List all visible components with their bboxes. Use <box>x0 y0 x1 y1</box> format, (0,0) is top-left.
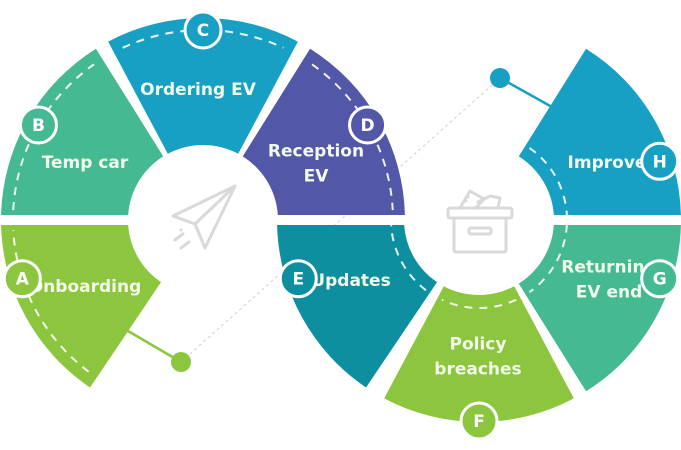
step-label-a: Onboarding <box>29 277 142 297</box>
dashed-arc-f <box>441 298 517 309</box>
step-label-line: Policy <box>450 335 507 355</box>
paper-plane-icon <box>171 184 237 250</box>
badge-circle <box>640 259 680 299</box>
step-badge-a: A <box>2 259 42 299</box>
archive-box-icon <box>446 189 514 254</box>
badge-letter: F <box>473 412 485 432</box>
step-label-c: Ordering EV <box>140 80 257 100</box>
step-label-g: Returning EV end <box>561 258 656 303</box>
segment-d <box>242 48 405 216</box>
right-connector-dot <box>490 68 510 88</box>
step-label-line: Updates <box>311 271 390 291</box>
badges: A B C D E F G H <box>2 10 680 441</box>
left-connector-line <box>127 329 182 364</box>
step-label-e: Updates <box>311 271 390 291</box>
segment-f <box>384 286 574 422</box>
dashed-arc-a <box>12 229 90 373</box>
step-label-b: Temp car <box>42 153 129 173</box>
step-label-line: EV end <box>576 283 643 303</box>
step-badge-b: B <box>18 105 58 145</box>
step-label-h: Improve <box>568 153 647 173</box>
badge-letter: D <box>360 116 374 136</box>
step-badge-g: G <box>640 259 680 299</box>
badge-circle <box>278 259 318 299</box>
segment-h <box>518 48 681 216</box>
step-label-line: Temp car <box>42 153 129 173</box>
badge-letter: C <box>197 21 209 41</box>
dashed-arc-b <box>12 63 95 211</box>
badge-letter: G <box>653 270 667 290</box>
badge-letter: A <box>16 270 30 290</box>
badge-circle <box>459 401 499 441</box>
step-label-line: EV <box>304 167 330 187</box>
segment-a <box>1 224 162 388</box>
badge-circle <box>18 105 58 145</box>
segment-c <box>108 18 298 154</box>
badge-circle <box>640 141 680 181</box>
step-label-line: Returning <box>561 258 656 278</box>
badge-circle <box>2 259 42 299</box>
dashed-arc-d <box>311 63 394 211</box>
segment-g <box>518 224 681 392</box>
dashed-arc-e <box>390 224 427 292</box>
badge-circle <box>348 105 388 145</box>
segment-e <box>277 224 438 388</box>
step-label-line: Reception <box>268 142 364 162</box>
badge-letter: B <box>32 116 45 136</box>
step-badge-h: H <box>640 141 680 181</box>
step-badge-c: C <box>183 10 223 50</box>
step-label-f: Policy breaches <box>434 335 521 380</box>
step-label-line: Improve <box>568 153 647 173</box>
badge-circle <box>183 10 223 50</box>
dotted-diagonal-line <box>180 77 501 363</box>
badge-letter: H <box>653 152 667 172</box>
step-label-line: breaches <box>434 360 521 380</box>
step-badge-f: F <box>459 401 499 441</box>
badge-letter: E <box>292 270 304 290</box>
left-connector-dot <box>171 352 191 372</box>
segment-b <box>1 48 164 216</box>
step-label-line: Ordering EV <box>140 80 257 100</box>
step-label-line: Onboarding <box>29 277 142 297</box>
step-badge-d: D <box>348 105 388 145</box>
step-badge-e: E <box>278 259 318 299</box>
